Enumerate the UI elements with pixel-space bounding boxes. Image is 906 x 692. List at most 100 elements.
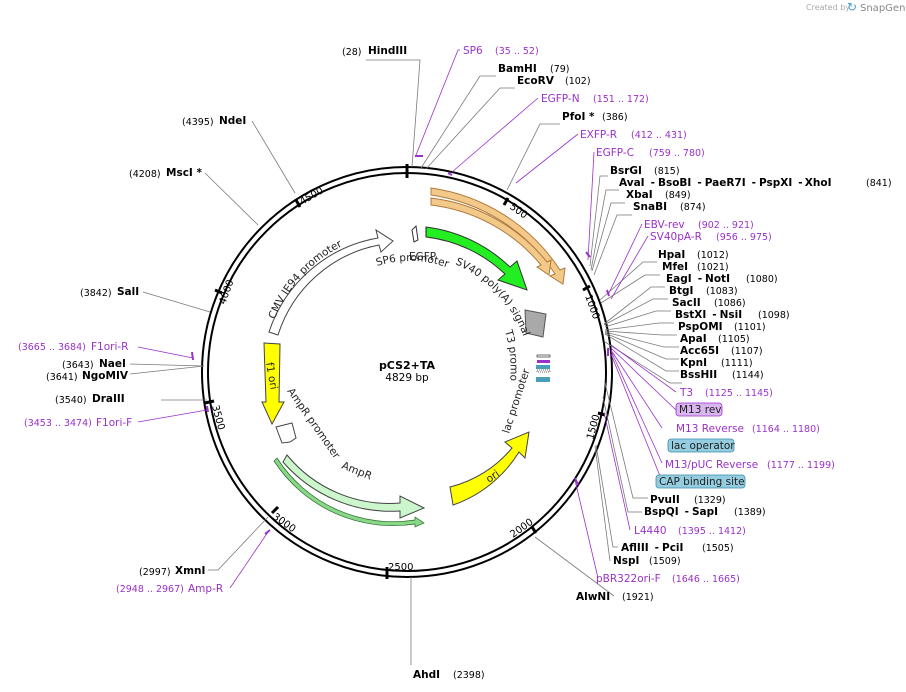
primer-amp-r[interactable]: Amp-R	[188, 583, 223, 595]
feature-orange-outer[interactable]	[430, 187, 566, 285]
primer-egfp-c[interactable]: EGFP-C	[596, 147, 634, 159]
enzyme-bamhi-pos: (79)	[550, 64, 570, 75]
snapgene-logo-icon: ↻	[847, 0, 857, 14]
label-ampr-promoter: AmpR promoter	[285, 386, 343, 462]
primer-sp6[interactable]: SP6	[463, 45, 483, 57]
enzyme-ngomiv[interactable]: NgoMIV	[82, 370, 129, 382]
enzyme-naei[interactable]: NaeI	[99, 358, 126, 370]
enzyme-acc65i-pos: (1107)	[731, 346, 763, 357]
primer-l4440[interactable]: L4440	[634, 525, 667, 537]
enzyme-pfoi[interactable]: PfoI *	[562, 111, 595, 123]
enzyme-xmni-pos: (2997)	[139, 567, 171, 578]
primer-f1ori-f[interactable]: F1ori-F	[96, 417, 132, 429]
primer-f1ori-r-range: (3665 .. 3684)	[18, 342, 86, 353]
primer-sv40pa-r[interactable]: SV40pA-R	[650, 231, 702, 243]
enzyme-apai[interactable]: ApaI	[680, 333, 707, 345]
enzyme-alwni[interactable]: AlwNI	[576, 591, 610, 603]
m13-rev-label: M13 rev	[679, 404, 722, 416]
tick-marks	[204, 197, 606, 579]
enzyme-xbai[interactable]: XbaI	[626, 189, 653, 201]
tick-label-4000: 4000	[217, 278, 236, 306]
enzyme-xbai-pos: (849)	[665, 190, 691, 201]
enzyme-sacii[interactable]: SacII	[672, 297, 701, 309]
enzyme-acc65i[interactable]: Acc65I	[680, 345, 719, 357]
label-sp6-promoter: SP6 promoter	[375, 252, 452, 271]
m13-rev-box[interactable]	[675, 402, 723, 417]
cap-binding-site-box[interactable]	[655, 474, 746, 489]
enzyme-xmni[interactable]: XmnI	[175, 565, 205, 577]
enzyme-sali-pos: (3842)	[80, 288, 112, 299]
primer-egfp-n-range: (151 .. 172)	[593, 94, 649, 105]
enzyme-btgi[interactable]: BtgI	[669, 285, 693, 297]
enzyme-snabi[interactable]: SnaBI	[633, 201, 667, 213]
enzyme-hindiii[interactable]: HindIII	[368, 45, 407, 57]
feature-m13-rev[interactable]	[537, 360, 550, 363]
feature-t3-promoter[interactable]	[536, 354, 551, 358]
primer-ebv-rev[interactable]: EBV-rev	[644, 219, 685, 231]
feature-cmv-promoter[interactable]	[268, 228, 394, 336]
enzyme-hpai[interactable]: HpaI	[658, 249, 685, 261]
enzyme-nspi[interactable]: NspI	[613, 555, 639, 567]
feature-ampr-arrow[interactable]	[282, 454, 426, 519]
feature-cap-site[interactable]	[536, 377, 550, 382]
primer-m13-reverse[interactable]: M13 Reverse	[676, 423, 744, 435]
enzyme-pfoi-pos: (386)	[602, 112, 628, 123]
feature-sp6-promoter[interactable]	[411, 224, 419, 243]
label-egfp: EGFP	[409, 251, 436, 263]
enzyme-sali[interactable]: SalI	[117, 286, 139, 298]
lac-operator-box[interactable]	[667, 438, 735, 453]
enzyme-ndei-pos: (4395)	[182, 117, 214, 128]
feature-lac-operator[interactable]	[536, 365, 550, 369]
enzyme-bsshii[interactable]: BssHII	[680, 369, 717, 381]
feature-ampr-promoter[interactable]	[275, 422, 297, 444]
enzyme-nspi-pos: (1509)	[649, 556, 681, 567]
enzyme-group-avai[interactable]: AvaI-BsoBI-PaeR7I-PspXI-XhoI	[619, 177, 831, 189]
enzyme-group-eagi[interactable]: EagI-NotI	[666, 273, 730, 285]
enzyme-bsshii-pos: (1144)	[732, 370, 764, 381]
primer-egfp-n[interactable]: EGFP-N	[541, 93, 580, 105]
label-ampr: AmpR	[340, 460, 374, 483]
primer-marks	[191, 155, 610, 535]
feature-ori-arrow[interactable]	[449, 431, 530, 506]
primer-t3[interactable]: T3	[679, 387, 693, 399]
enzyme-mfei[interactable]: MfeI	[662, 261, 688, 273]
enzyme-ahdi[interactable]: AhdI	[413, 669, 440, 681]
feature-egfp-arrow[interactable]	[425, 226, 528, 291]
leader-lines	[129, 49, 682, 665]
enzyme-pvuii[interactable]: PvuII	[650, 494, 680, 506]
enzyme-ndei[interactable]: NdeI	[219, 115, 246, 127]
feature-ampr-primer-bar[interactable]	[273, 457, 425, 528]
enzyme-bsrgi[interactable]: BsrGI	[610, 165, 642, 177]
enzyme-alwni-pos: (1921)	[622, 592, 654, 603]
feature-sv40-polya[interactable]	[524, 309, 547, 338]
enzyme-naei-pos: (3643)	[62, 360, 94, 371]
enzyme-group-bstxi[interactable]: BstXI-NsiI	[675, 309, 742, 321]
enzyme-sacii-pos: (1086)	[714, 298, 746, 309]
feature-orange-inner[interactable]	[430, 197, 552, 276]
primer-m13-reverse-range: (1164 .. 1180)	[752, 424, 820, 435]
enzyme-kpni[interactable]: KpnI	[680, 357, 707, 369]
watermark-brand: SnapGene	[860, 3, 906, 14]
feature-f1-ori-arrow[interactable]	[261, 342, 285, 426]
enzyme-mfei-pos: (1021)	[697, 262, 729, 273]
primer-f1ori-r[interactable]: F1ori-R	[91, 341, 128, 353]
enzyme-bsrgi-pos: (815)	[654, 166, 680, 177]
primer-pbr322ori-f[interactable]: pBR322ori-F	[596, 573, 661, 585]
enzyme-bamhi[interactable]: BamHI	[498, 63, 537, 75]
enzyme-kpni-pos: (1111)	[721, 358, 753, 369]
enzyme-msci-pos: (4208)	[129, 169, 161, 180]
enzyme-msci[interactable]: MscI *	[166, 167, 202, 179]
enzyme-group-afliii-pos: (1505)	[702, 543, 734, 554]
feature-lac-promoter[interactable]	[536, 369, 551, 373]
primer-m13-puc-reverse[interactable]: M13/pUC Reverse	[665, 459, 758, 471]
primer-exfp-r[interactable]: EXFP-R	[580, 129, 617, 141]
enzyme-pspomi[interactable]: PspOMI	[678, 321, 723, 333]
enzyme-group-bstxi-pos: (1098)	[758, 310, 790, 321]
enzyme-group-bspqi[interactable]: BspQI-SapI	[644, 506, 718, 518]
enzyme-group-afliii[interactable]: AflIII-PciI	[621, 542, 683, 554]
enzyme-draiii[interactable]: DraIII	[92, 393, 125, 405]
enzyme-ecorv[interactable]: EcoRV	[517, 75, 555, 87]
enzyme-pspomi-pos: (1101)	[734, 322, 766, 333]
plasmid-size: 4829 bp	[385, 372, 429, 384]
